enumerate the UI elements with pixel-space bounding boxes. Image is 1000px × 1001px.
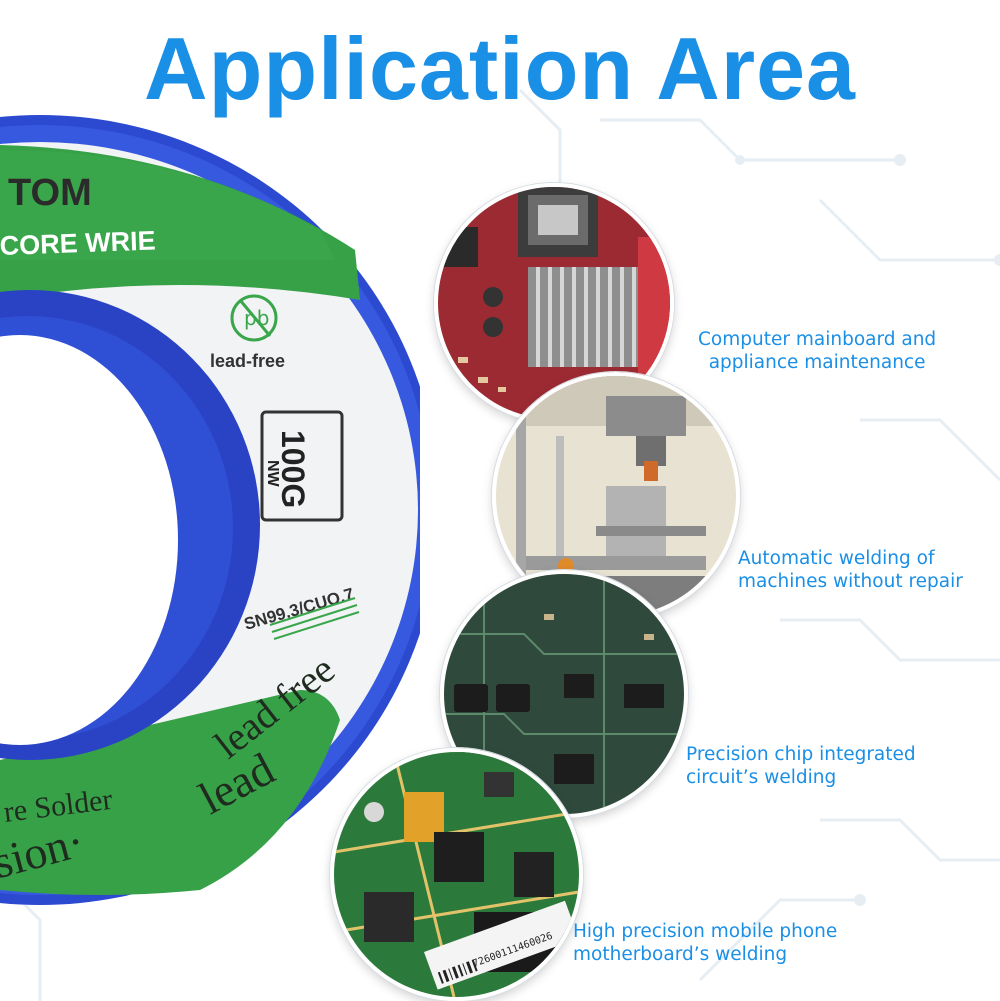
spool-core-text: CORE WRIE bbox=[0, 226, 156, 261]
phone-motherboard-photo: 72600111460026 bbox=[330, 748, 583, 1001]
caption-mainboard: Computer mainboard and appliance mainten… bbox=[698, 329, 937, 373]
spool-brand-text: TOM bbox=[8, 172, 92, 214]
caption-welding-machines: Automatic welding of machines without re… bbox=[738, 548, 963, 592]
solder-spool-image: TOM CORE WRIE pb lead-free 100G NW SN99.… bbox=[0, 115, 420, 905]
chip-board-photo bbox=[440, 570, 688, 818]
caption-phone-motherboard: High precision mobile phone motherboard’… bbox=[573, 921, 838, 965]
weight-text: 100G bbox=[275, 430, 311, 508]
heatsink-icon bbox=[528, 267, 648, 367]
caption-precision-chip: Precision chip integrated circuit’s weld… bbox=[686, 744, 916, 788]
lead-free-icon bbox=[230, 294, 278, 342]
svg-text:pb: pb bbox=[244, 306, 269, 330]
page-title: Application Area bbox=[144, 19, 856, 118]
svg-text:NW: NW bbox=[264, 460, 281, 488]
mainboard-photo bbox=[434, 183, 674, 423]
lead-free-badge: lead-free bbox=[210, 351, 285, 371]
